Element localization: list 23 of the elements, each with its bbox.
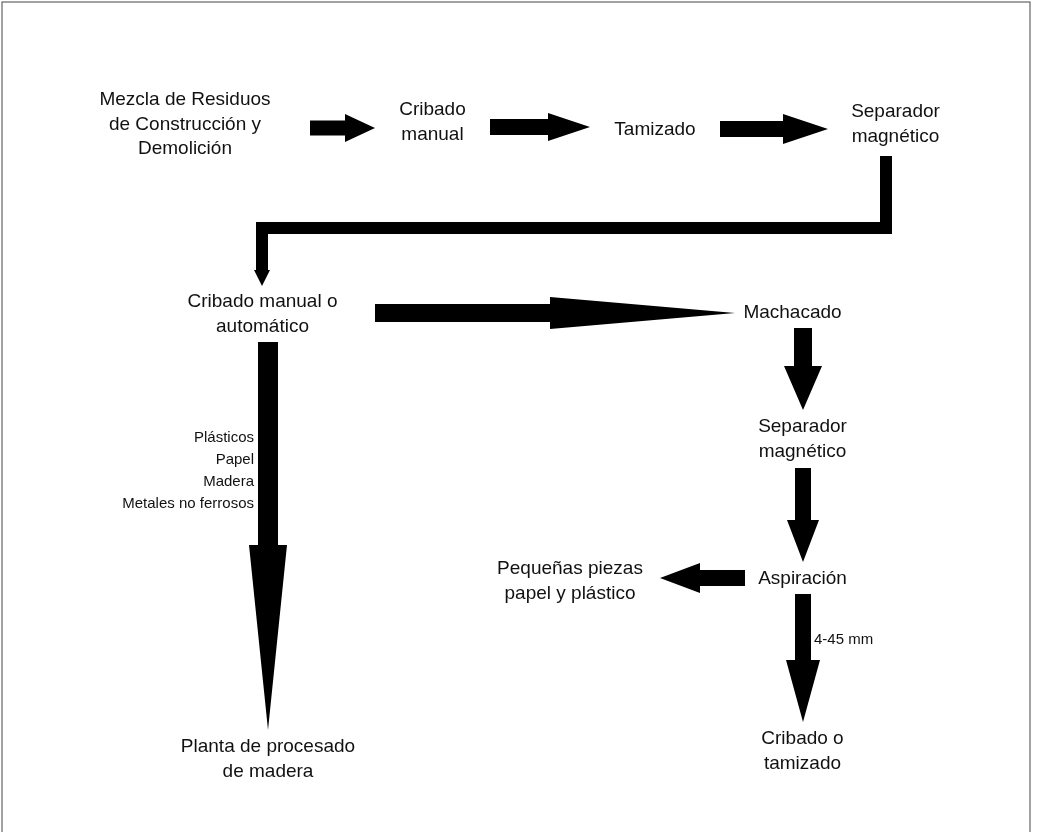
block-arrow xyxy=(720,114,828,144)
process-step-text: Separador magnético xyxy=(745,410,860,468)
block-arrow xyxy=(786,594,820,722)
block-arrow xyxy=(787,468,819,562)
process-step-text: Cribado manual xyxy=(375,92,490,152)
process-step-text: Aspiración xyxy=(745,562,860,594)
process-step-text: Tamizado xyxy=(590,112,720,146)
block-arrow xyxy=(254,156,892,286)
block-arrow xyxy=(490,113,590,141)
process-step-text: Planta de procesado de madera xyxy=(168,730,368,788)
process-step-text: Separador magnético xyxy=(828,92,963,156)
block-arrow xyxy=(784,328,822,410)
material-label: Madera xyxy=(203,471,254,491)
process-step-text: Pequeñas piezas papel y plástico xyxy=(480,552,660,610)
process-step-text: Cribado o tamizado xyxy=(745,722,860,780)
material-label: Plásticos xyxy=(193,427,254,447)
block-arrow xyxy=(310,114,375,142)
block-arrow xyxy=(660,563,745,593)
process-step-text: Machacado xyxy=(735,296,850,328)
process-step-text: Cribado manual o automático xyxy=(150,286,375,342)
process-step-text: Mezcla de Residuos de Construcción y Demolición xyxy=(60,85,310,163)
material-label: Papel xyxy=(215,449,254,469)
material-label: Metales no ferrosos xyxy=(122,493,254,513)
